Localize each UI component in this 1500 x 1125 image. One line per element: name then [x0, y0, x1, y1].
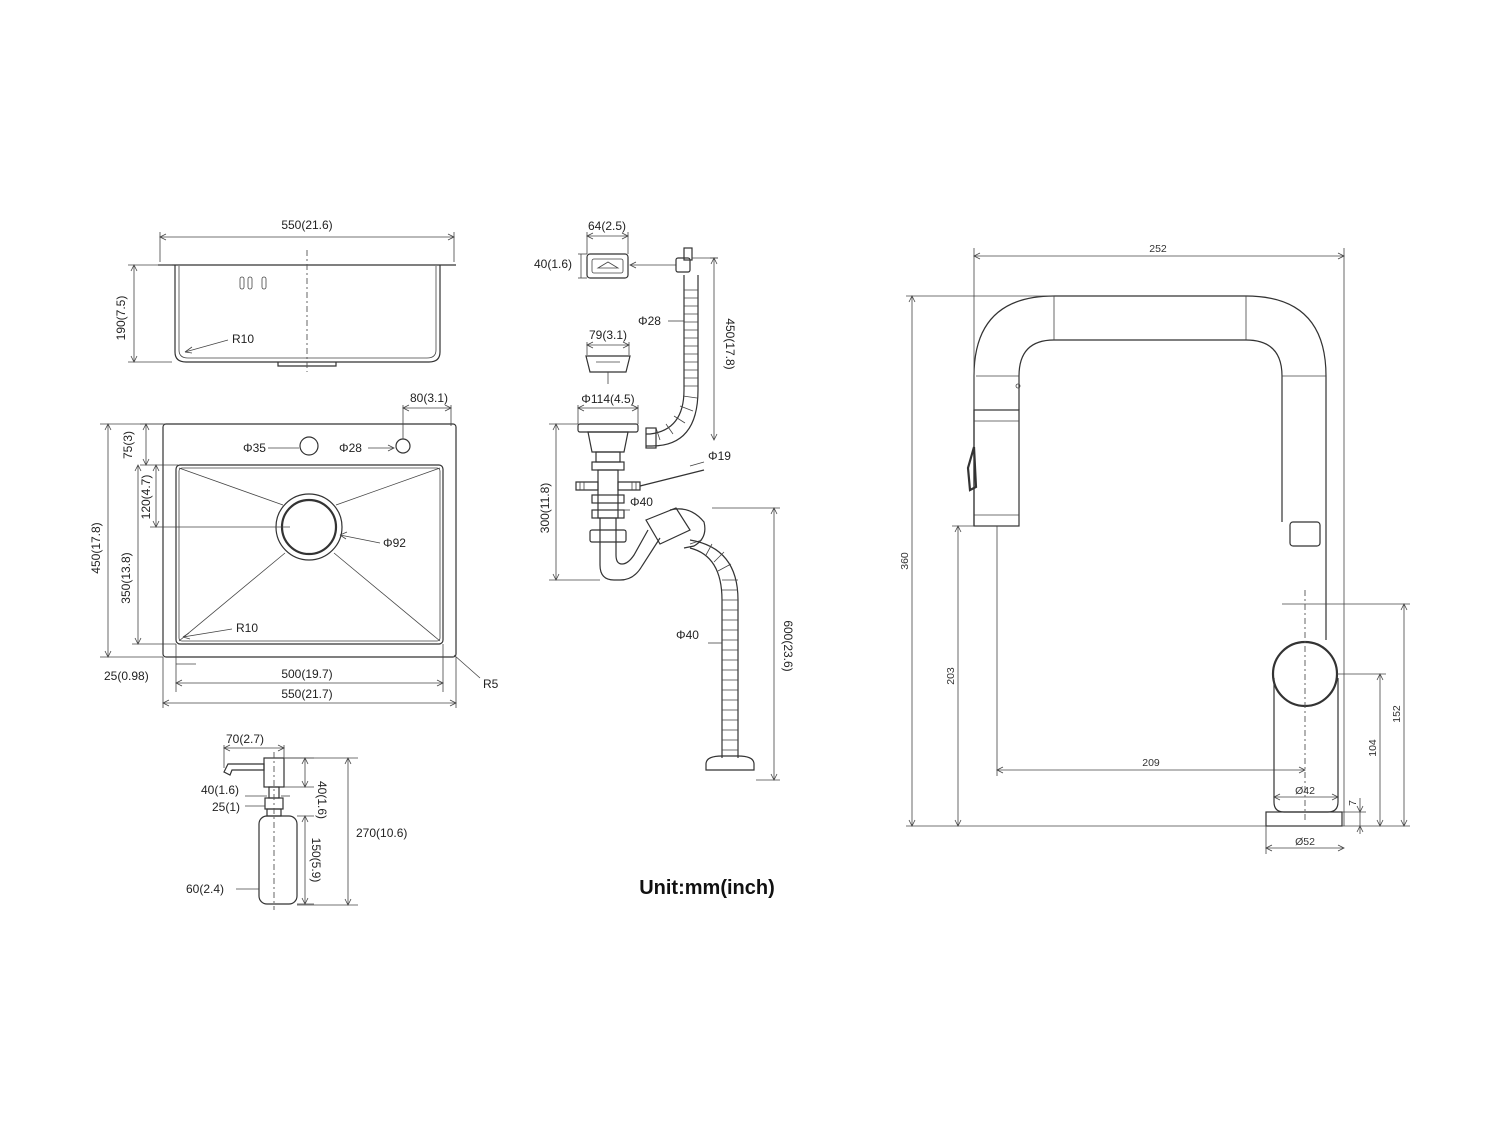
base-plate	[1265, 811, 1343, 827]
lever-height-label: 152	[1391, 705, 1403, 723]
overflow-slot-icon	[239, 276, 267, 290]
side-margin-label: 25(0.98)	[104, 669, 149, 683]
drain-diameter-label: Φ92	[383, 536, 406, 550]
drain-flange	[577, 423, 639, 433]
spout-height-label: 203	[945, 667, 957, 685]
pipe-label: Φ40	[630, 495, 653, 509]
spray-reach-label: 209	[1142, 757, 1160, 769]
neck-label: 40(1.6)	[201, 783, 239, 797]
strainer-label: 79(3.1)	[589, 328, 627, 342]
dispenser-height-label: 270(10.6)	[356, 826, 407, 840]
dispenser-bottle	[258, 815, 298, 905]
soap-dispenser: 70(2.7) 40(1.6) 25(1) 40(1.6) 150(5.9) 2…	[186, 732, 407, 910]
strainer-basket	[585, 355, 631, 373]
overflow-width-label: 64(2.5)	[588, 219, 626, 233]
side-inlet-label: Φ19	[708, 449, 731, 463]
outlet-length-label: 600(23.6)	[781, 620, 795, 671]
sink-width-label: 550(21.6)	[281, 218, 332, 232]
total-height-label: 450(17.8)	[89, 522, 103, 573]
p-trap	[599, 518, 661, 581]
corner-radius-label: R5	[483, 677, 499, 691]
plate-thickness-label: 7	[1347, 800, 1359, 806]
faucet-spout	[973, 295, 1327, 640]
collar-label: 25(1)	[212, 800, 240, 814]
drain-offset-label: 120(4.7)	[139, 475, 153, 520]
handle-height-label: 104	[1367, 739, 1379, 757]
head-height-label: 40(1.6)	[315, 781, 329, 819]
inner-radius-label: R10	[236, 621, 258, 635]
sink-side-view: 550(21.6) 190(7.5) R10	[114, 218, 456, 372]
spout-length-label: 70(2.7)	[226, 732, 264, 746]
faucet-hole-label: Φ35	[243, 441, 266, 455]
soap-hole	[395, 438, 411, 454]
overflow-cover	[586, 253, 629, 279]
drain-hole	[280, 498, 338, 556]
sink-depth-label: 190(7.5)	[114, 296, 128, 341]
drain-kit: 64(2.5) 40(1.6) 450(17.8) Φ28 79(3.1)	[534, 219, 795, 781]
faucet-hole	[299, 436, 319, 456]
bottle-height-label: 150(5.9)	[309, 838, 323, 883]
inner-height-label: 350(13.8)	[119, 552, 133, 603]
sink-top-view: 80(3.1) Φ35 Φ28 75(3) 120(4.7) 450(17.8)…	[89, 391, 499, 708]
outlet-hose-label: Φ40	[676, 628, 699, 642]
dispenser-spout	[223, 763, 265, 776]
hose-length-label: 450(17.8)	[723, 318, 737, 369]
flange-label: Φ114(4.5)	[581, 392, 634, 406]
overflow-hose-label: Φ28	[638, 314, 661, 328]
top-margin-label: 75(3)	[121, 431, 135, 459]
spray-head	[973, 409, 1020, 527]
faucet-height-label: 360	[899, 552, 911, 570]
inner-width-label: 500(19.7)	[281, 667, 332, 681]
overflow-hose	[646, 275, 685, 435]
overflow-height-label: 40(1.6)	[534, 257, 572, 271]
bottle-diameter-label: 60(2.4)	[186, 882, 224, 896]
hole-offset-label: 80(3.1)	[410, 391, 448, 405]
spray-button	[966, 446, 978, 492]
faucet-reach-label: 252	[1149, 243, 1167, 255]
outlet-cap	[705, 755, 755, 771]
base-diameter-label: Ø52	[1295, 836, 1315, 848]
body-diameter-label: Ø42	[1295, 785, 1315, 797]
soap-hole-label: Φ28	[339, 441, 362, 455]
outer-width-label: 550(21.7)	[281, 687, 332, 701]
side-radius-label: R10	[232, 332, 254, 346]
unit-label: Unit:mm(inch)	[639, 877, 775, 899]
faucet: 252 360 203 209 152 104 7	[899, 243, 1410, 854]
trap-height-label: 300(11.8)	[538, 483, 552, 533]
outlet-hose	[689, 547, 723, 758]
